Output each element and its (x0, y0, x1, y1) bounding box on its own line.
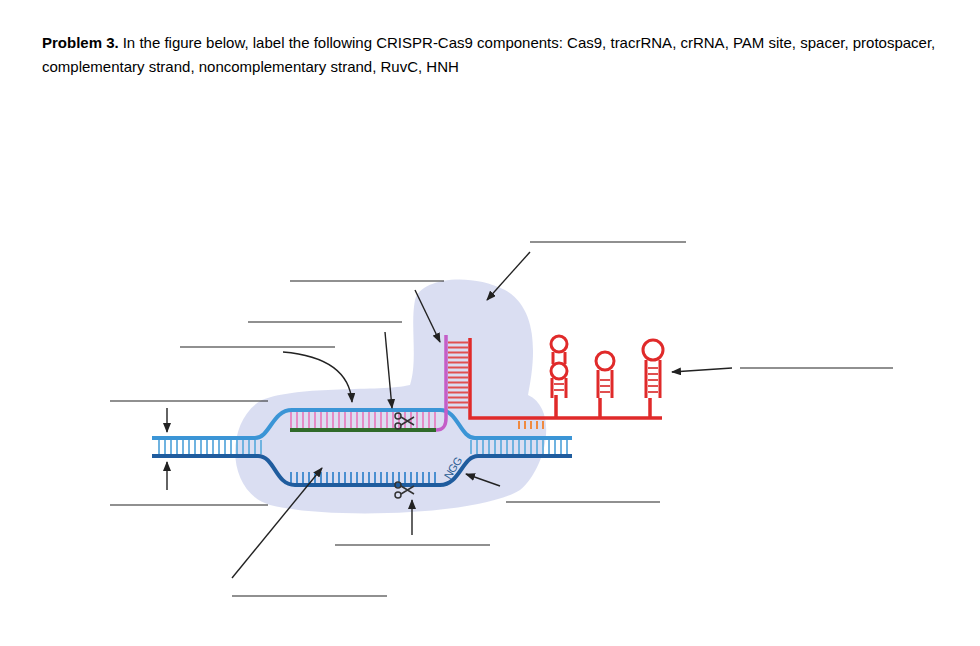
scissors-bottom (395, 482, 414, 498)
scissors-top (395, 413, 414, 429)
answer-lines (110, 242, 893, 596)
pam-holder: NGG (441, 458, 465, 476)
problem-number: Problem 3. (42, 34, 119, 51)
crrna-repeat (436, 335, 446, 430)
leader-arrows (167, 252, 732, 578)
bottom-dna-strand (152, 456, 572, 485)
tracrrna-hairpins (551, 336, 663, 398)
top-dna-strand (152, 410, 572, 438)
problem-text: Problem 3.In the figure below, label the… (42, 31, 942, 79)
crrna-spacer (290, 428, 436, 432)
problem-statement: In the figure below, label the following… (42, 34, 935, 75)
